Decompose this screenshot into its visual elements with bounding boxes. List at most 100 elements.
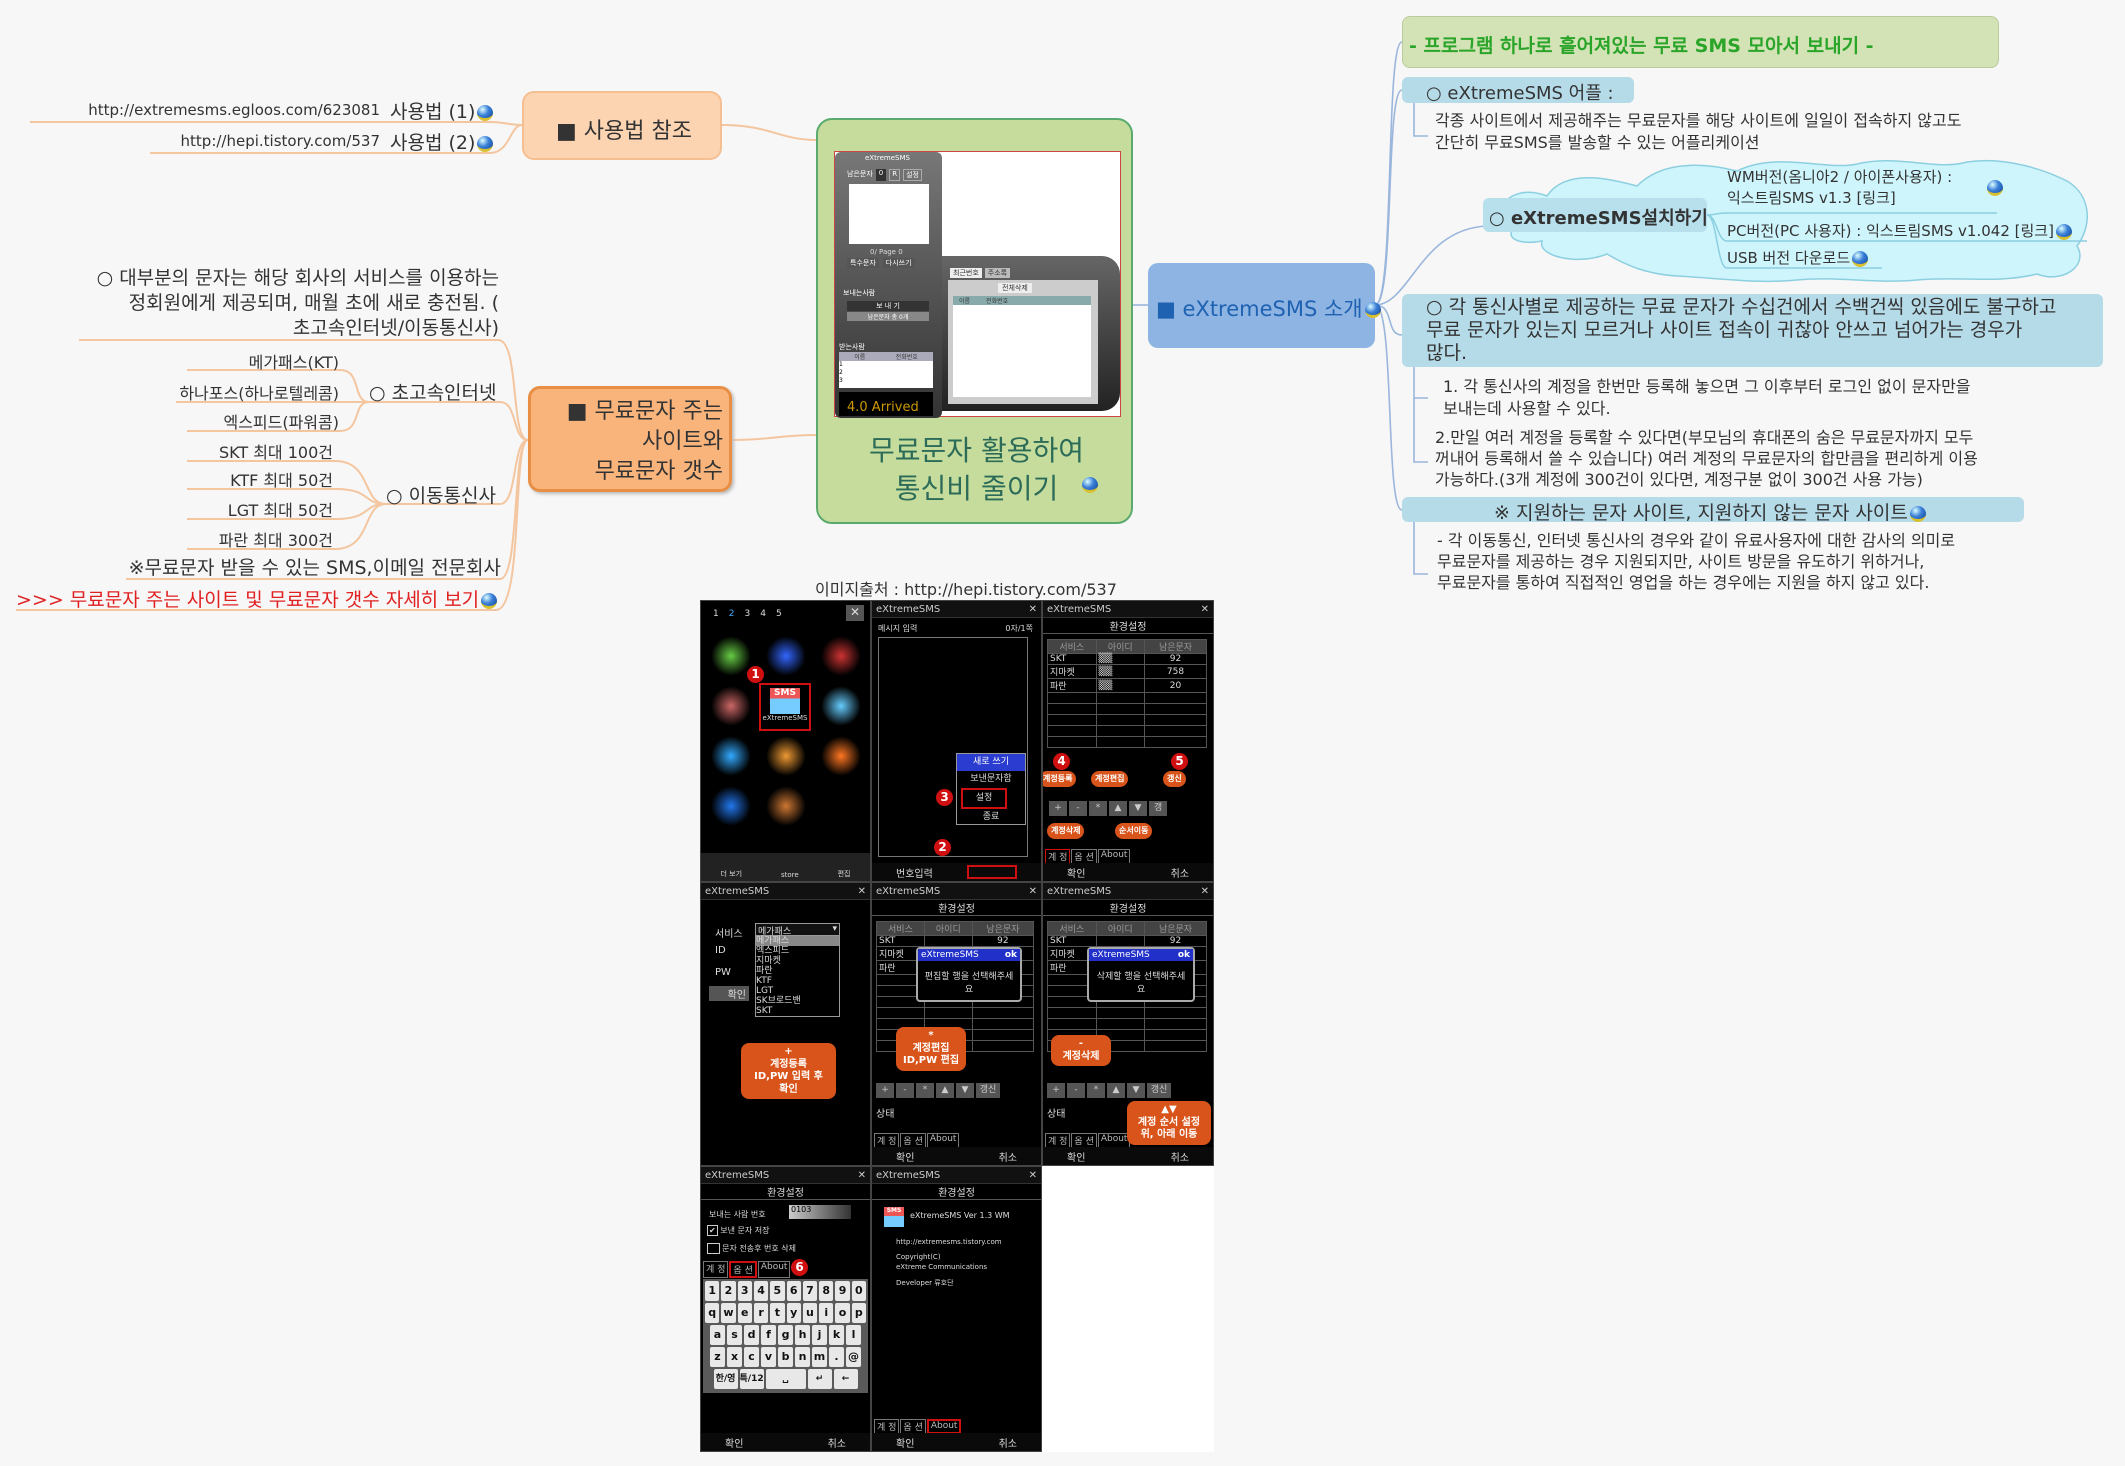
close-icon[interactable]: ✕ <box>1028 1169 1037 1181</box>
tab-about[interactable]: About <box>757 1261 791 1278</box>
key[interactable]: @ <box>846 1347 861 1367</box>
central-node[interactable]: eXtremeSMS 남은문자 0 R 설정 0/ Page 0 특수문자 다시… <box>816 118 1133 524</box>
ok-softkey[interactable]: 확인 <box>896 1438 915 1450</box>
store-button[interactable]: store <box>780 871 799 879</box>
key[interactable]: s <box>727 1325 742 1345</box>
cancel-softkey[interactable]: 취소 <box>827 1438 846 1450</box>
special-chars-button[interactable]: 특수문자 <box>847 258 879 268</box>
usage-url-1[interactable]: http://extremesms.egloos.com/623081 <box>88 101 380 119</box>
close-icon[interactable]: ✕ <box>1028 885 1037 897</box>
key[interactable]: t <box>770 1303 785 1323</box>
globe-link-icon[interactable] <box>1909 505 1926 522</box>
key[interactable]: . <box>829 1347 844 1367</box>
more-button[interactable]: 더 보기 <box>720 870 743 878</box>
tab-options[interactable]: 옵 션 <box>1071 1133 1097 1148</box>
page-dot[interactable]: 4 <box>760 609 766 619</box>
key[interactable]: f <box>761 1325 776 1345</box>
key[interactable]: g <box>778 1325 793 1345</box>
install-pc-link[interactable]: PC버전(PC 사용자) : 익스트림SMS v1.042 [링크] <box>1727 220 2072 241</box>
menu-settings[interactable]: 설정 <box>961 788 1007 809</box>
key[interactable]: o <box>835 1303 850 1323</box>
key[interactable]: 2 <box>721 1281 736 1301</box>
key[interactable]: ␣ <box>765 1369 806 1389</box>
menu-softkey[interactable] <box>967 865 1017 879</box>
tab-options[interactable]: 옵 션 <box>900 1133 926 1148</box>
close-icon[interactable]: ✕ <box>1028 603 1037 615</box>
cancel-softkey[interactable]: 취소 <box>998 1438 1017 1450</box>
delete-all-button[interactable]: 전체삭제 <box>998 283 1032 293</box>
close-icon[interactable]: ✕ <box>1200 885 1209 897</box>
globe-link-icon[interactable] <box>1082 477 1098 493</box>
install-usb-link[interactable]: USB 버전 다운로드 <box>1727 247 1869 268</box>
key[interactable]: x <box>727 1347 742 1367</box>
tab-about[interactable]: About <box>926 1419 962 1434</box>
save-sent-checkbox[interactable]: ✔ 보낸 문자 저장 <box>707 1225 770 1236</box>
close-icon[interactable]: ✕ <box>857 885 866 897</box>
key[interactable]: i <box>819 1303 834 1323</box>
sms-app-icon[interactable]: SMS eXtremeSMS <box>759 683 811 731</box>
ok-softkey[interactable]: 확인 <box>725 1438 744 1450</box>
number-input-softkey[interactable]: 번호입력 <box>896 868 933 880</box>
settings-button[interactable]: 설정 <box>903 169 922 181</box>
page-dot[interactable]: 1 <box>713 609 719 619</box>
option[interactable]: 지마켓 <box>756 956 781 966</box>
close-icon[interactable]: ✕ <box>857 1169 866 1181</box>
ok-softkey[interactable]: 확인 <box>1067 1152 1086 1164</box>
message-textarea[interactable] <box>849 184 929 244</box>
key[interactable]: n <box>795 1347 810 1367</box>
key[interactable]: c <box>744 1347 759 1367</box>
receiver-row[interactable]: 3 <box>839 377 843 384</box>
receiver-row[interactable]: 2 <box>839 369 843 376</box>
ok-softkey[interactable]: 확인 <box>896 1152 915 1164</box>
tab-account[interactable]: 계 정 <box>703 1261 729 1278</box>
option[interactable]: 엑스피드 <box>756 946 790 956</box>
key[interactable]: 한/영 <box>713 1369 738 1389</box>
tab-options[interactable]: 옵 션 <box>900 1419 926 1434</box>
key[interactable]: ↵ <box>807 1369 832 1389</box>
ok-softkey[interactable]: 확인 <box>1067 868 1086 880</box>
delete-after-checkbox[interactable]: 문자 전송후 번호 삭제 <box>707 1243 796 1254</box>
key[interactable]: 0 <box>851 1281 866 1301</box>
globe-link-icon[interactable] <box>481 592 498 609</box>
menu-new[interactable]: 새로 쓰기 <box>957 754 1025 771</box>
page-dot[interactable]: 3 <box>744 609 751 619</box>
tab-about[interactable]: About <box>1097 849 1131 864</box>
usage-url-2[interactable]: http://hepi.tistory.com/537 <box>180 132 380 150</box>
cancel-softkey[interactable]: 취소 <box>1170 1152 1189 1164</box>
key[interactable]: k <box>829 1325 844 1345</box>
key[interactable]: 7 <box>802 1281 818 1301</box>
key[interactable]: 9 <box>835 1281 850 1301</box>
tab-about[interactable]: About <box>926 1133 960 1148</box>
globe-link-icon[interactable] <box>2055 223 2072 240</box>
key[interactable]: v <box>761 1347 776 1367</box>
key[interactable]: 8 <box>819 1281 834 1301</box>
key[interactable]: ← <box>833 1369 858 1389</box>
dialog-ok-button[interactable]: ok <box>1177 950 1190 960</box>
confirm-button[interactable]: 확인 <box>709 986 749 1001</box>
option[interactable]: 파란 <box>756 966 773 976</box>
sender-number-input[interactable]: 0103 <box>789 1205 851 1219</box>
usage-link-1[interactable]: 사용법 (1) <box>390 97 494 124</box>
tab-account[interactable]: 계 정 <box>1045 1133 1071 1148</box>
page-dot[interactable]: 5 <box>775 609 782 619</box>
key[interactable]: z <box>710 1347 725 1367</box>
key[interactable]: 6 <box>786 1281 801 1301</box>
globe-link-icon[interactable] <box>477 104 494 121</box>
more-sites-link[interactable]: >>> 무료문자 주는 사이트 및 무료문자 갯수 자세히 보기 <box>16 585 498 612</box>
option[interactable]: LGT <box>756 986 774 996</box>
rewrite-button[interactable]: 다시쓰기 <box>882 258 915 268</box>
usage-link-2[interactable]: 사용법 (2) <box>390 128 494 155</box>
globe-link-icon[interactable] <box>1987 180 2003 196</box>
close-icon[interactable]: ✕ <box>846 605 864 621</box>
message-textarea[interactable] <box>878 637 1028 857</box>
cancel-softkey[interactable]: 취소 <box>1170 868 1189 880</box>
key[interactable]: l <box>846 1325 861 1345</box>
tab-account[interactable]: 계 정 <box>874 1419 900 1434</box>
install-wm-link[interactable]: WM버전(옴니아2 / 아이폰사용자) :익스트림SMS v1.3 [링크] <box>1727 168 1953 207</box>
receiver-row[interactable]: 1 <box>839 361 843 368</box>
key[interactable]: y <box>786 1303 801 1323</box>
menu-sent[interactable]: 보낸문자함 <box>970 774 1012 784</box>
key[interactable]: e <box>737 1303 752 1323</box>
globe-link-icon[interactable] <box>1852 250 1869 267</box>
